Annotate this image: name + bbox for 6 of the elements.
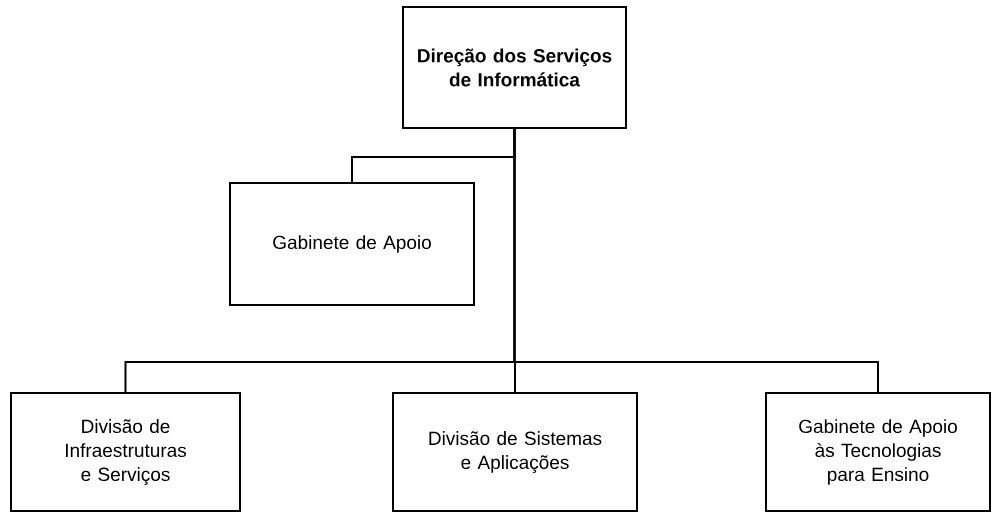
unit-box: Gabinete de Apoio às Tecnologias para Ensino <box>765 392 991 512</box>
unit-box: Gabinete de Apoio <box>229 182 475 306</box>
title-box: Direção dos Serviços de Informática <box>402 6 627 129</box>
unit-box: Divisão de Infraestruturas e Serviços <box>10 392 241 512</box>
connector-line <box>513 128 879 393</box>
unit-box: Divisão de Sistemas e Aplicações <box>392 392 638 512</box>
